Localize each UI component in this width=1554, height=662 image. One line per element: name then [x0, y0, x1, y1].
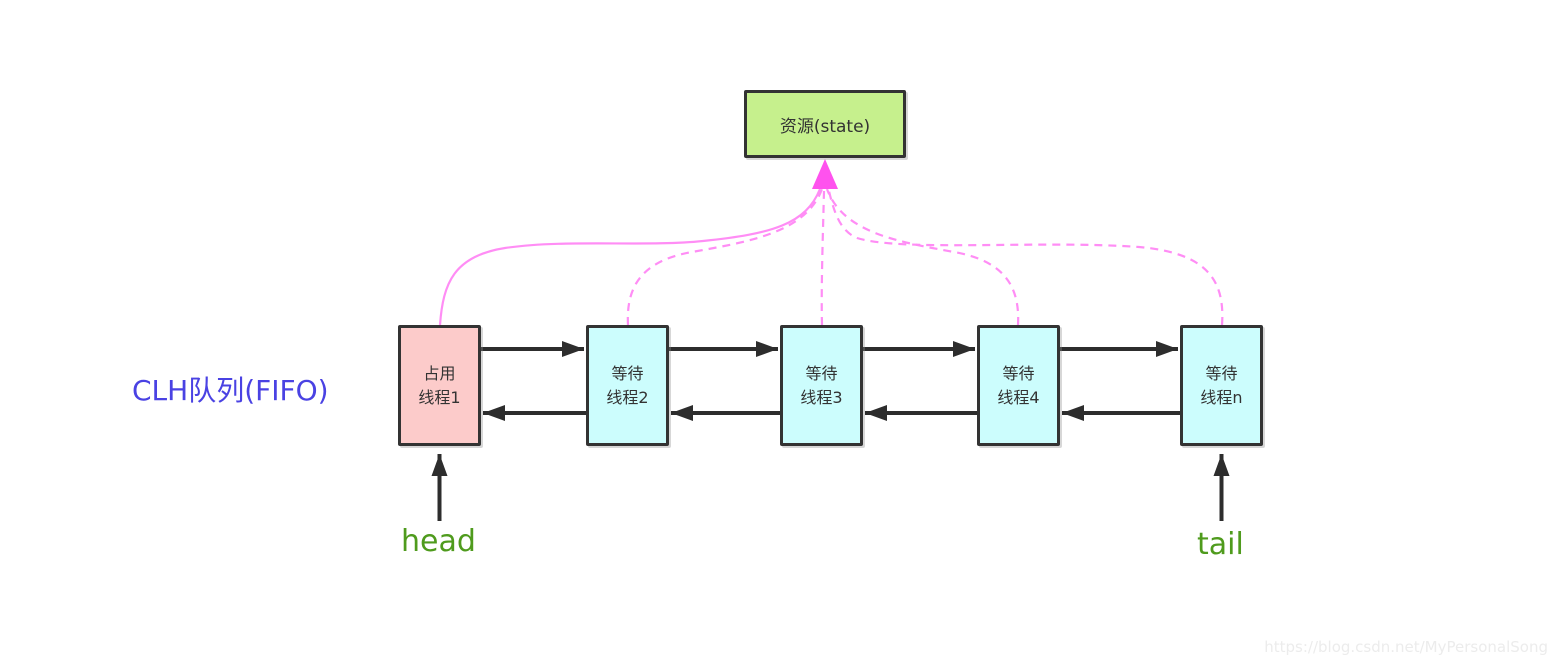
node-label-line2: 线程2 — [606, 387, 649, 407]
curve-from-node-n — [827, 190, 1224, 326]
node-waiting-thread-n: 等待 线程n — [1180, 325, 1263, 446]
resource-link-curves — [438, 159, 1224, 326]
node-label-line1: 等待 — [1002, 364, 1035, 384]
node-label-line1: 等待 — [1205, 364, 1238, 384]
node-waiting-thread-4: 等待 线程4 — [977, 325, 1060, 446]
node-label-line1: 等待 — [805, 364, 838, 384]
node-label-line1: 占用 — [423, 364, 456, 384]
tail-label: tail — [1197, 527, 1244, 562]
queue-title-label: CLH队列(FIFO) — [132, 374, 329, 407]
curve-from-node-4 — [825, 188, 1020, 326]
node-label-line2: 线程4 — [997, 387, 1040, 407]
node-waiting-thread-3: 等待 线程3 — [780, 325, 863, 446]
node-label-line2: 线程1 — [418, 387, 461, 407]
resource-box: 资源(state) — [744, 90, 906, 158]
node-label-line1: 等待 — [611, 364, 644, 384]
node-label-line2: 线程3 — [800, 387, 843, 407]
node-label-line2: 线程n — [1200, 387, 1243, 407]
resource-label: 资源(state) — [779, 116, 871, 137]
curve-from-node-1 — [438, 188, 822, 326]
curve-from-node-2 — [626, 188, 824, 326]
watermark: https://blog.csdn.net/MyPersonalSong — [1264, 638, 1548, 656]
node-occupied-thread-1: 占用 线程1 — [398, 325, 481, 446]
node-waiting-thread-2: 等待 线程2 — [586, 325, 669, 446]
resource-arrowhead-icon — [812, 159, 838, 189]
head-label: head — [401, 524, 476, 559]
curve-from-node-3 — [820, 190, 826, 326]
